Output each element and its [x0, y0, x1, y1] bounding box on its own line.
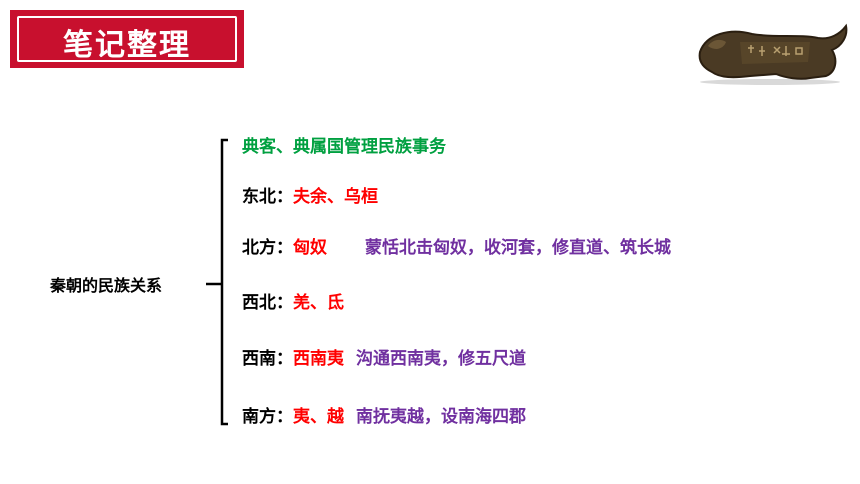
region-label: 南方：: [242, 407, 293, 427]
row-southwest: 西南：西南夷沟通西南夷，修五尺道: [242, 348, 526, 370]
peoples-text: 匈奴: [293, 238, 327, 258]
title-badge-border: [17, 16, 237, 62]
policy-text: 蒙恬北击匈奴，收河套，修直道、筑长城: [365, 238, 671, 258]
peoples-text: 羌、氐: [293, 293, 344, 313]
region-label: 西南：: [242, 349, 293, 369]
row-northeast: 东北：夫余、乌桓: [242, 186, 378, 208]
row-northwest: 西北：羌、氐: [242, 292, 344, 314]
bronze-tiger-tally-icon: [698, 23, 848, 85]
row-administration: 典客、典属国管理民族事务: [242, 136, 446, 158]
peoples-text: 夫余、乌桓: [293, 187, 378, 207]
administration-text: 典客、典属国管理民族事务: [242, 137, 446, 157]
page-title: 笔记整理: [63, 28, 191, 63]
row-south: 南方：夷、越南抚夷越，设南海四郡: [242, 406, 526, 428]
peoples-text: 夷、越: [293, 407, 344, 427]
region-label: 东北：: [242, 187, 293, 207]
root-node: 秦朝的民族关系: [50, 276, 163, 295]
row-north: 北方：匈奴 蒙恬北击匈奴，收河套，修直道、筑长城: [242, 237, 671, 259]
policy-text: 沟通西南夷，修五尺道: [356, 349, 526, 369]
peoples-text: 西南夷: [293, 349, 344, 369]
region-label: 西北：: [242, 293, 293, 313]
region-label: 北方：: [242, 238, 293, 258]
title-badge: 笔记整理: [10, 10, 244, 68]
policy-text: 南抚夷越，设南海四郡: [356, 407, 526, 427]
